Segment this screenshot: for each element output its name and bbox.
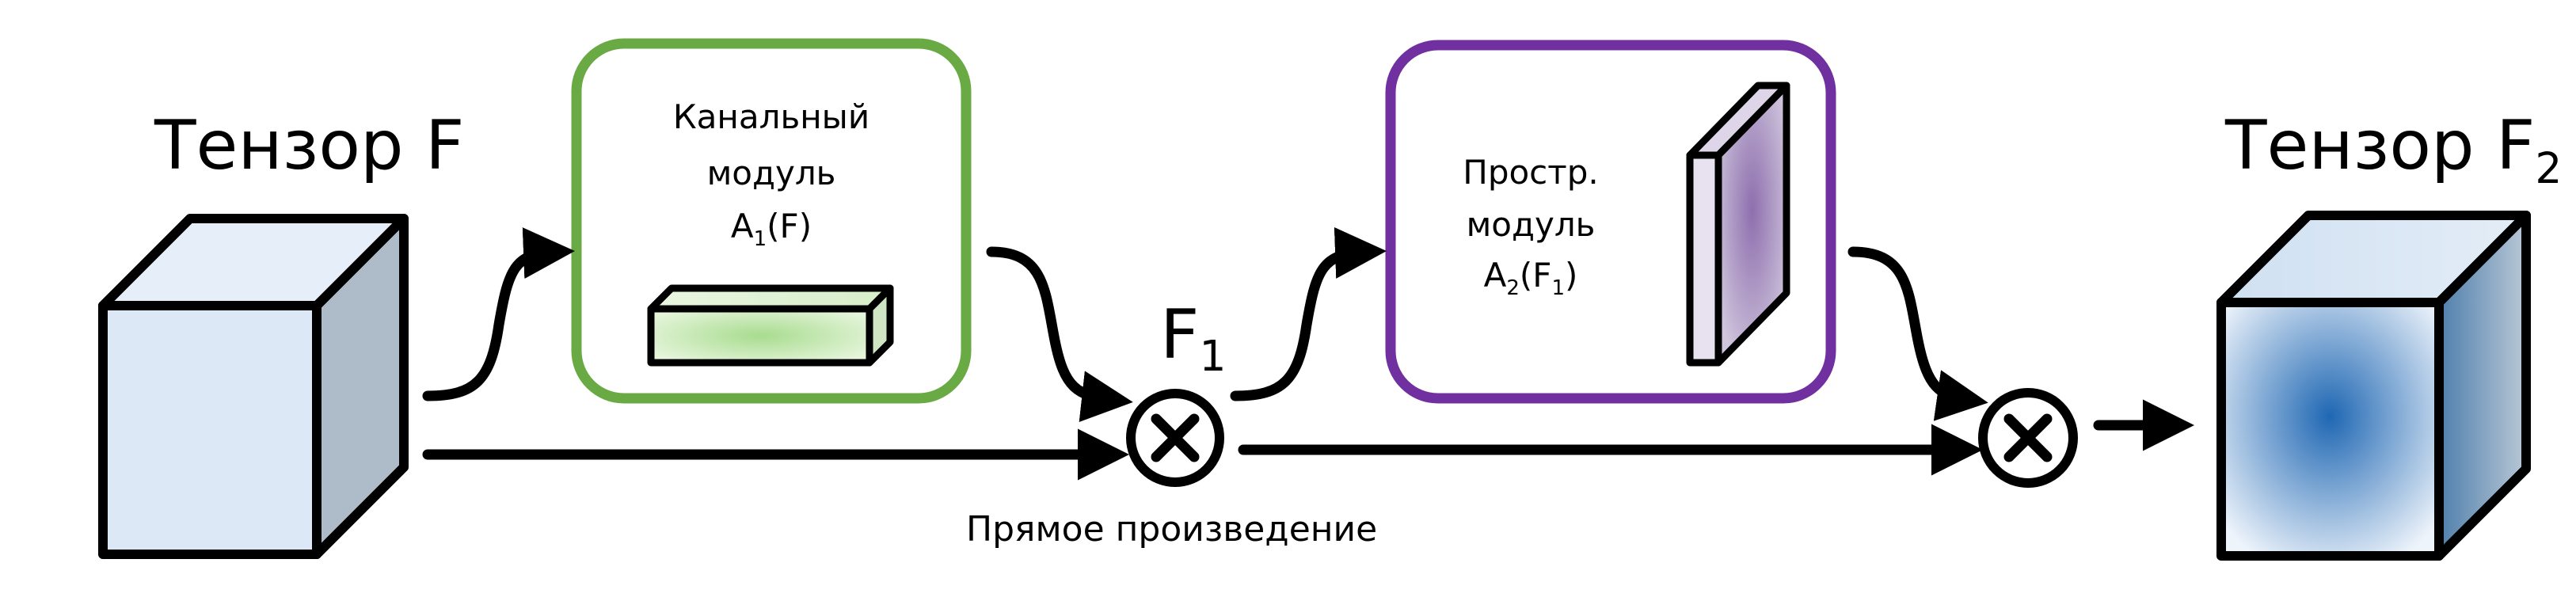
tensor-out-label: Тензор F2 [2224,106,2562,193]
f1-label: F1 [1160,295,1226,381]
arrow-multiply1-to-spatial [1230,226,1387,401]
multiply-node-1 [1126,389,1224,487]
arrow-channel-to-multiply1 [986,246,1133,422]
channel-module-line2: модуль [707,154,836,192]
tensor-out-cube [2216,211,2531,561]
tensor-in-cube [98,214,409,559]
tensor-in-label: Тензор F [154,106,464,185]
spatial-module-function: A2(F1) [1484,256,1578,300]
spatial-attention-map [1686,82,1790,367]
channel-module-line1: Канальный [673,97,869,136]
product-label: Прямое произведение [966,509,1377,550]
spatial-module-line2: модуль [1467,205,1596,244]
channel-attention-bar [647,284,894,367]
spatial-module-line1: Простр. [1463,153,1599,192]
arrow-input-to-channel [422,227,575,401]
multiply-node-2 [1978,388,2078,488]
channel-module-function: A1(F) [731,207,812,251]
arrow-spatial-to-multiply2 [1847,246,1988,421]
